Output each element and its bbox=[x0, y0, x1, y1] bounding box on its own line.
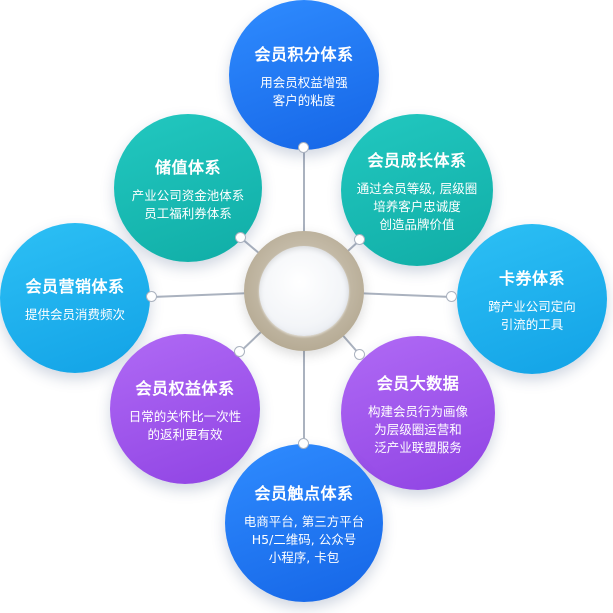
node-marketing-system: 会员营销体系 提供会员消费频次 bbox=[0, 223, 150, 373]
node-title: 卡券体系 bbox=[498, 268, 565, 288]
node-title: 会员权益体系 bbox=[135, 378, 235, 398]
node-desc: 用会员权益增强 客户的粘度 bbox=[260, 74, 348, 108]
connector-dot bbox=[354, 234, 365, 245]
connector-dot bbox=[354, 349, 365, 360]
node-bigdata-system: 会员大数据 构建会员行为画像 为层级圈运营和 泛产业联盟服务 bbox=[341, 336, 495, 490]
node-desc: 构建会员行为画像 为层级圈运营和 泛产业联盟服务 bbox=[367, 403, 468, 455]
node-title: 会员积分体系 bbox=[254, 44, 354, 64]
node-desc: 通过会员等级, 层级圈 培养客户忠诚度 创造品牌价值 bbox=[356, 180, 478, 232]
connector-dot bbox=[235, 232, 246, 243]
connector-dot bbox=[446, 291, 457, 302]
node-points-system: 会员积分体系 用会员权益增强 客户的粘度 bbox=[229, 0, 379, 150]
node-title: 会员大数据 bbox=[376, 373, 460, 393]
connector-dot bbox=[298, 438, 309, 449]
connector-dot bbox=[234, 346, 245, 357]
node-touchpoint-system: 会员触点体系 电商平台, 第三方平台 H5/二维码, 公众号 小程序, 卡包 bbox=[225, 444, 383, 602]
node-desc: 跨产业公司定向 引流的工具 bbox=[488, 298, 576, 332]
node-rights-system: 会员权益体系 日常的关怀比一次性 的返利更有效 bbox=[110, 334, 260, 484]
node-coupon-system: 卡券体系 跨产业公司定向 引流的工具 bbox=[457, 224, 607, 374]
node-title: 会员成长体系 bbox=[367, 150, 467, 170]
node-title: 会员营销体系 bbox=[25, 276, 125, 296]
node-desc: 产业公司资金池体系 员工福利券体系 bbox=[131, 187, 245, 221]
node-title: 会员触点体系 bbox=[254, 483, 354, 503]
node-desc: 日常的关怀比一次性 的返利更有效 bbox=[128, 408, 242, 442]
connector-dot bbox=[146, 291, 157, 302]
node-title: 储值体系 bbox=[154, 157, 221, 177]
node-desc: 提供会员消费频次 bbox=[24, 306, 125, 322]
connector-dot bbox=[298, 142, 309, 153]
hub-center bbox=[259, 246, 349, 336]
node-desc: 电商平台, 第三方平台 H5/二维码, 公众号 小程序, 卡包 bbox=[243, 513, 365, 565]
node-growth-system: 会员成长体系 通过会员等级, 层级圈 培养客户忠诚度 创造品牌价值 bbox=[341, 114, 493, 266]
